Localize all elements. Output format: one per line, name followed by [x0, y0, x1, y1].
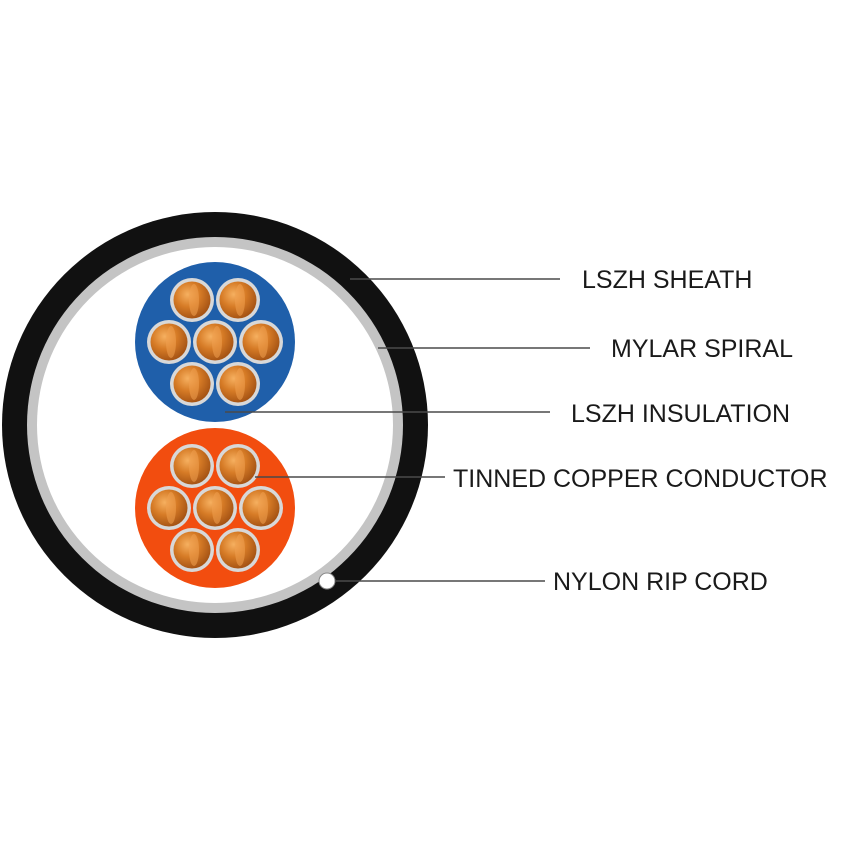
label-tinned-copper-conductor: TINNED COPPER CONDUCTOR [453, 465, 828, 493]
copper-strand-blue-1 [170, 278, 214, 322]
copper-strand-orange-3 [147, 486, 191, 530]
copper-highlight [212, 326, 222, 358]
copper-strand-orange-5 [239, 486, 283, 530]
copper-highlight [235, 534, 245, 566]
copper-highlight [166, 492, 176, 524]
label-lszh-insulation: LSZH INSULATION [571, 400, 790, 428]
label-nylon-rip-cord: NYLON RIP CORD [553, 568, 768, 596]
copper-strand-orange-4 [193, 486, 237, 530]
copper-strand-blue-2 [216, 278, 260, 322]
inner-space [37, 247, 393, 603]
copper-highlight [189, 284, 199, 316]
copper-highlight [212, 492, 222, 524]
copper-strand-orange-1 [170, 444, 214, 488]
copper-highlight [235, 284, 245, 316]
copper-strand-orange-7 [216, 528, 260, 572]
label-lszh-sheath: LSZH SHEATH [582, 266, 752, 294]
copper-strand-blue-5 [239, 320, 283, 364]
copper-highlight [258, 492, 268, 524]
copper-highlight [235, 450, 245, 482]
copper-strand-blue-3 [147, 320, 191, 364]
copper-highlight [166, 326, 176, 358]
copper-highlight [189, 368, 199, 400]
nylon-rip-cord [318, 572, 336, 590]
copper-highlight [189, 450, 199, 482]
copper-highlight [189, 534, 199, 566]
conductor-strands-orange [147, 444, 283, 572]
label-mylar-spiral: MYLAR SPIRAL [611, 335, 793, 363]
core-orange [135, 428, 295, 588]
copper-highlight [258, 326, 268, 358]
copper-highlight [235, 368, 245, 400]
copper-strand-blue-4 [193, 320, 237, 364]
copper-strand-orange-2 [216, 444, 260, 488]
copper-strand-blue-6 [170, 362, 214, 406]
copper-strand-blue-7 [216, 362, 260, 406]
core-blue [135, 262, 295, 422]
conductor-strands-blue [147, 278, 283, 406]
copper-strand-orange-6 [170, 528, 214, 572]
